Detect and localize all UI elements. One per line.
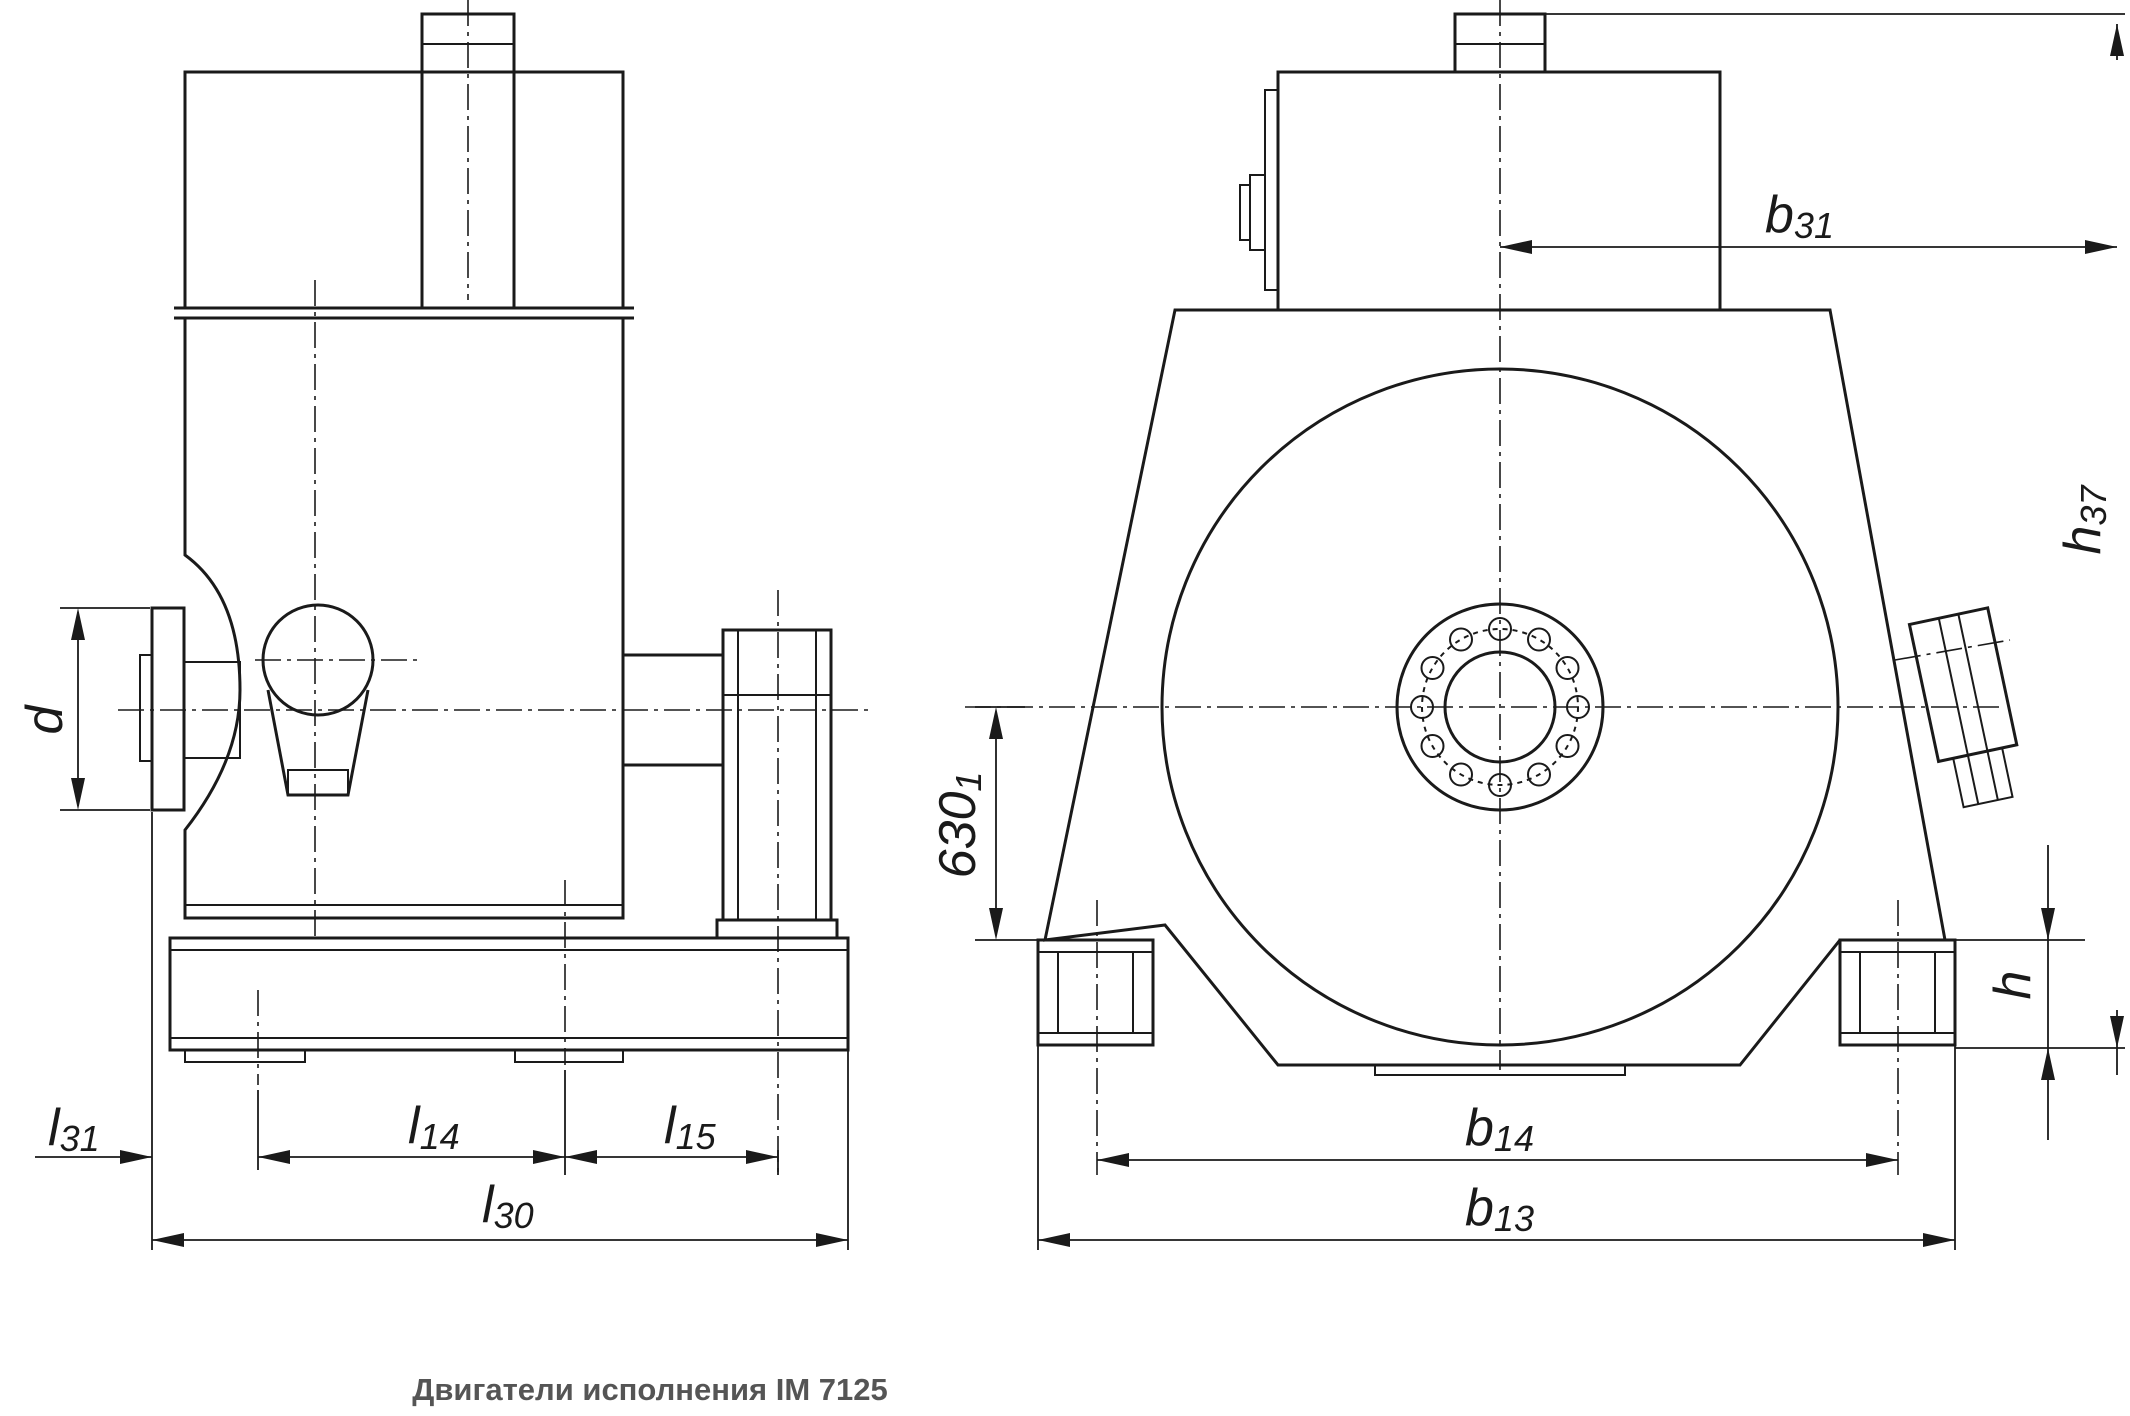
dim-label-l14: l14 — [408, 1097, 460, 1157]
bolt-hole — [1449, 627, 1473, 652]
side-view — [118, 0, 870, 1175]
bolt-hole — [1420, 656, 1445, 680]
bolt-hole — [1527, 627, 1551, 652]
dim-label-l15: l15 — [664, 1097, 717, 1157]
dim-label-h: h — [1984, 971, 2042, 1000]
side-view-dimensions — [35, 607, 849, 1250]
dim-label-630-1: 6301 — [929, 772, 989, 879]
end-view-dimensions — [975, 13, 2125, 1250]
dim-label-l30: l30 — [482, 1176, 534, 1236]
bolt-hole — [1555, 656, 1580, 680]
bolt-hole — [1420, 734, 1445, 758]
dim-label-d: d — [16, 703, 74, 734]
bolt-hole — [1527, 762, 1551, 787]
bolt-hole — [1555, 734, 1580, 758]
end-view — [965, 0, 2019, 1175]
dim-label-h37: h37 — [2054, 484, 2114, 555]
dim-label-l31: l31 — [48, 1099, 100, 1159]
dim-label-b14: b14 — [1465, 1099, 1534, 1159]
bolt-hole — [1449, 762, 1473, 787]
drawing-caption: Двигатели исполнения IM 7125 — [412, 1372, 888, 1407]
dim-label-b13: b13 — [1465, 1179, 1534, 1239]
dim-label-b31: b31 — [1765, 186, 1834, 246]
